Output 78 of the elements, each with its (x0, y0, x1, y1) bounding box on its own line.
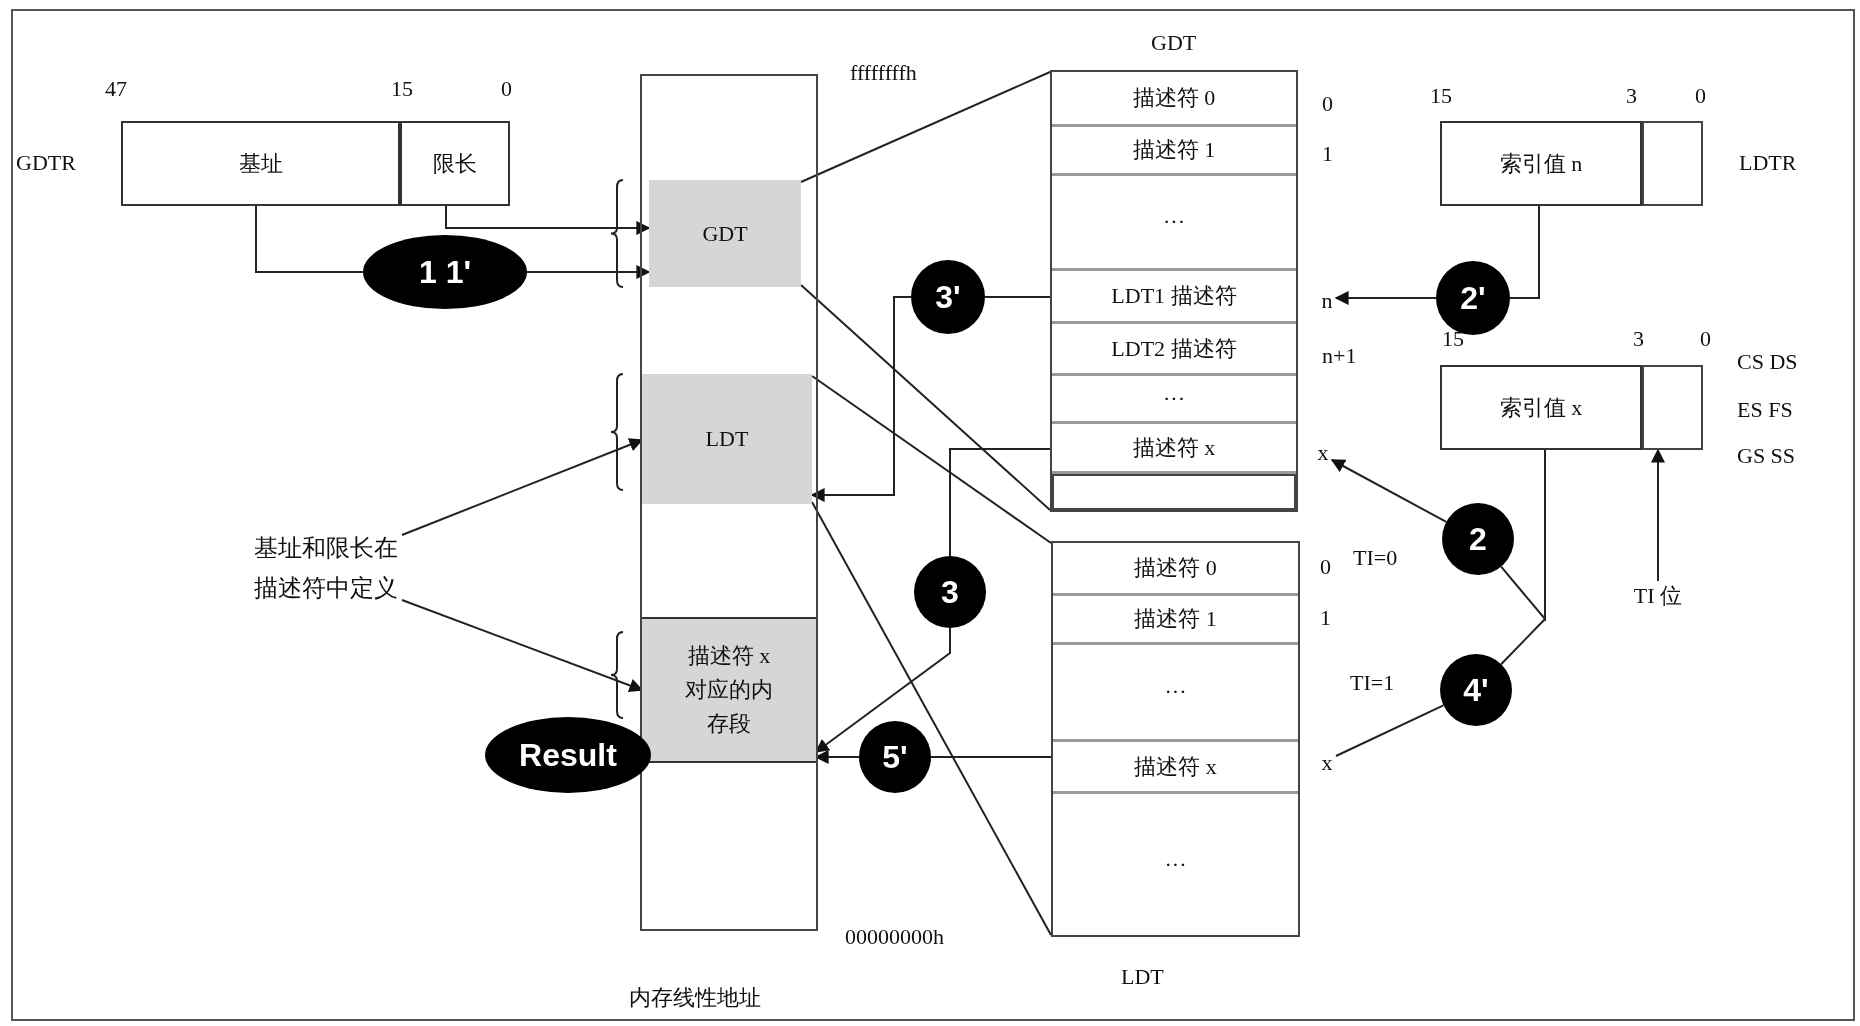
connector-line (811, 501, 1052, 936)
arrow (526, 265, 651, 279)
bit-number: 3 (1633, 326, 1644, 352)
register-name: GS SS (1737, 443, 1796, 469)
bit-number: 3 (1626, 83, 1637, 109)
step-circle: 5' (859, 721, 931, 793)
table-row: 描述符 0 (1052, 72, 1296, 127)
register-name: LDTR (1739, 150, 1797, 176)
register-field: 索引值 x (1440, 365, 1642, 450)
bit-number: 0 (1695, 83, 1706, 109)
table-row (1052, 474, 1296, 510)
index-label: 0 (1320, 554, 1331, 580)
step-ellipse: Result (485, 717, 651, 793)
table-row: ··· (1053, 645, 1298, 742)
connector-line (811, 375, 1052, 544)
connector-line (800, 71, 1051, 183)
connector-line (1500, 449, 1546, 666)
column-caption: 内存线性地址 (629, 985, 761, 1011)
index-label: n (1318, 288, 1336, 314)
bit-number: 47 (105, 76, 127, 102)
memory-column (640, 74, 818, 931)
register-name: CS DS (1737, 349, 1798, 375)
descriptor-table (1051, 541, 1300, 937)
index-label: 0 (1322, 91, 1333, 117)
register-name: GDTR (16, 150, 76, 176)
connector-line (930, 756, 1054, 758)
index-label: 1 (1322, 141, 1333, 167)
step-circle: 2 (1442, 503, 1514, 575)
table-title: GDT (1151, 30, 1197, 56)
step-circle: 4' (1440, 654, 1512, 726)
bit-number: 15 (391, 76, 413, 102)
table-row: ··· (1052, 176, 1296, 271)
step-circle: 3 (914, 556, 986, 628)
connector-line (949, 448, 1053, 557)
condition-label: TI=1 (1350, 670, 1395, 696)
arrow (445, 205, 651, 235)
table-title: LDT (1121, 964, 1164, 990)
table-row: 描述符 x (1053, 742, 1298, 794)
note-text: 基址和限长在描述符中定义 (250, 528, 402, 608)
table-row: 描述符 0 (1053, 543, 1298, 596)
register-field: 基址 (121, 121, 400, 206)
register-name: ES FS (1737, 397, 1793, 423)
step-circle: 3' (911, 260, 985, 334)
index-label: 1 (1320, 605, 1331, 631)
connector-line (255, 205, 364, 273)
arrow (1334, 291, 1437, 305)
bit-number: 0 (501, 76, 512, 102)
table-row: 描述符 x (1052, 424, 1296, 474)
index-label: x (1318, 750, 1336, 776)
connector-line (1509, 205, 1540, 299)
table-row: 描述符 1 (1053, 596, 1298, 645)
connector-line (984, 296, 1053, 298)
memory-region: GDT (649, 180, 801, 287)
memory-region: 描述符 x对应的内存段 (642, 617, 816, 763)
descriptor-table (1050, 70, 1298, 512)
bit-number: 0 (1700, 326, 1711, 352)
register-field: 限长 (400, 121, 510, 206)
table-row: LDT2 描述符 (1052, 324, 1296, 376)
condition-label: TI=0 (1353, 545, 1398, 571)
table-row: 描述符 1 (1052, 127, 1296, 176)
arrow (1330, 459, 1448, 523)
register-field: 索引值 n (1440, 121, 1642, 206)
table-row: LDT1 描述符 (1052, 271, 1296, 324)
address-label: ffffffffh (850, 60, 917, 86)
bit-number: 15 (1430, 83, 1452, 109)
arrow (1651, 448, 1665, 582)
index-label: x (1314, 440, 1332, 466)
register-field (1642, 365, 1703, 450)
index-label: n+1 (1322, 343, 1357, 369)
address-label: 00000000h (845, 924, 944, 950)
table-row: ··· (1052, 376, 1296, 424)
register-field (1642, 121, 1703, 206)
connector-line (800, 284, 1051, 511)
memory-region: LDT (642, 374, 812, 504)
connector-line (1335, 704, 1445, 757)
step-ellipse: 1 1' (363, 235, 527, 309)
bit-label: TI 位 (1622, 581, 1694, 611)
table-row: ··· (1053, 794, 1298, 935)
